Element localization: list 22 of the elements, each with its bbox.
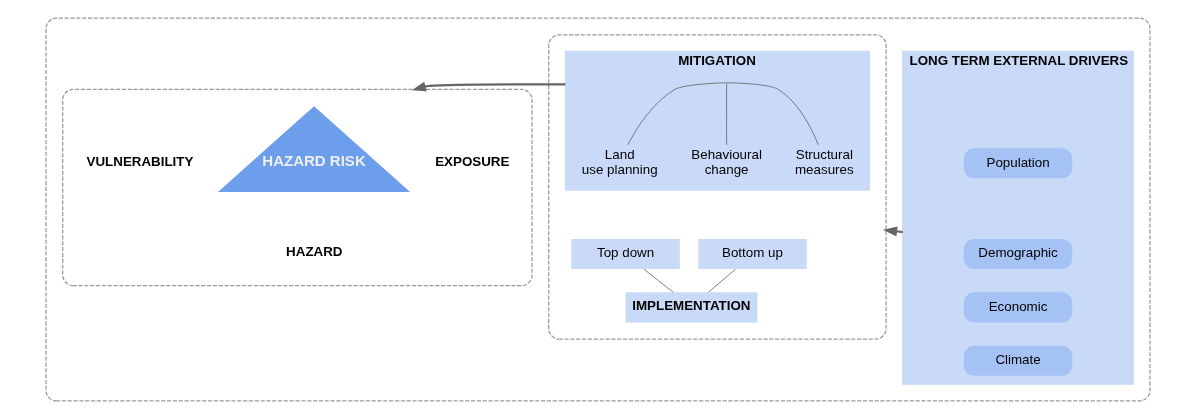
node-box: Climate (963, 345, 1072, 376)
node-box: Bottom up (697, 238, 807, 269)
node-label: EXPOSURE (434, 153, 509, 169)
connector (725, 82, 819, 146)
cluster (44, 17, 1151, 402)
node-text: Land use planning (581, 147, 658, 178)
node-label: HAZARD (285, 244, 343, 260)
cluster (61, 88, 533, 287)
node-text: Behavioural change (690, 147, 762, 178)
connector (707, 268, 736, 293)
arrow (411, 81, 565, 92)
node-box: Economic (963, 292, 1072, 323)
cluster (547, 34, 887, 340)
connector (643, 268, 674, 293)
node-box: Population (963, 148, 1072, 179)
node-box: Top down (570, 238, 680, 269)
connector (626, 82, 727, 146)
node-label: VULNERABILITY (86, 153, 193, 169)
connector (725, 82, 727, 146)
node-text: Structural measures (794, 147, 854, 178)
node-box: Demographic (963, 238, 1072, 269)
node-box: IMPLEMENTATION (625, 292, 757, 323)
